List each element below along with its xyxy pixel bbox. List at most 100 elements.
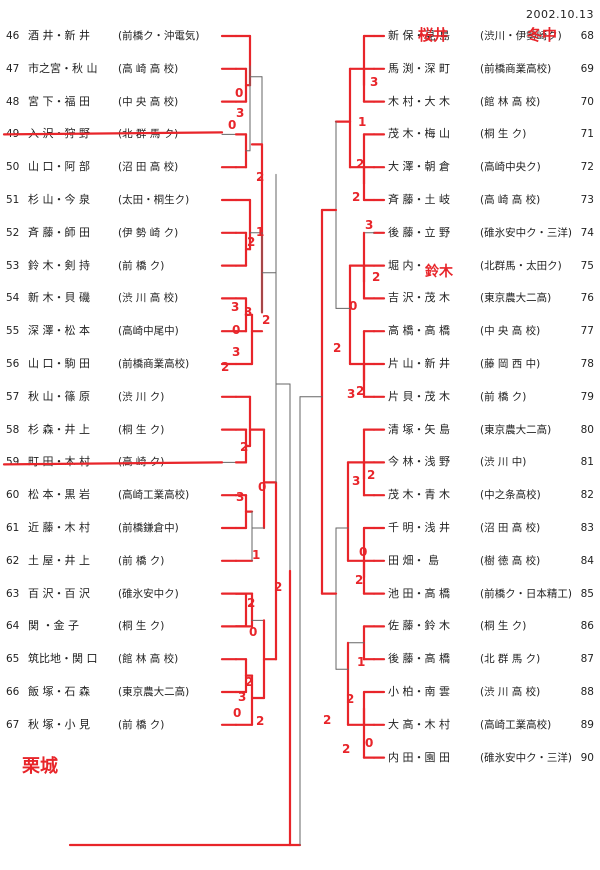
entry-number: 52: [6, 226, 20, 239]
pair-team: (渋 川 中): [480, 456, 527, 469]
pair-names: 木 村・大 木: [388, 94, 450, 108]
entry-number: 86: [580, 620, 594, 633]
entry-number: 53: [6, 259, 20, 272]
pair-names: 百 沢・百 沢: [28, 586, 90, 600]
pair-names: 今 林・浅 野: [388, 455, 450, 469]
entry-number: 61: [6, 522, 20, 534]
bracket-entry: 小 柏・南 雲(渋 川 高 校)88: [370, 682, 596, 702]
bracket-entry: 片 貝・茂 木(前 橋 ク)79: [370, 387, 596, 407]
pair-team: (東京農大二高): [480, 423, 552, 436]
entry-number: 67: [6, 718, 20, 731]
pair-names: 片 山・新 井: [388, 357, 450, 370]
handwritten-score: 2: [372, 270, 381, 284]
pair-team: (中 央 高 校): [480, 325, 541, 338]
pair-names: 後 藤・高 橋: [388, 652, 450, 666]
pair-names: 酒 井・新 井: [28, 29, 90, 42]
pair-team: (北群馬・太田ク): [480, 259, 562, 272]
pair-names: 山 口・阿 部: [28, 160, 90, 174]
handwritten-score: 2: [356, 384, 365, 398]
pair-team: (前橋ク・日本精工): [480, 587, 572, 600]
handwritten-score: 1: [256, 225, 265, 239]
pair-team: (沼 田 高 校): [118, 161, 179, 174]
bracket-entry: 茂 木・青 木(中之条高校)82: [370, 485, 596, 505]
pair-names: 吉 沢・茂 木: [388, 291, 450, 305]
entry-number: 56: [6, 358, 20, 370]
entry-number: 63: [6, 587, 20, 600]
pair-team: (高崎中央ク): [480, 161, 541, 174]
pair-names: 土 屋・井 上: [28, 553, 90, 567]
handwritten-score: 1: [252, 548, 261, 562]
handwritten-score: 3: [352, 474, 361, 488]
pair-team: (樹 徳 高 校): [480, 554, 541, 567]
pair-names: 新 木・貝 磯: [28, 291, 90, 305]
entry-number: 85: [580, 587, 594, 600]
pair-names: 大 澤・朝 倉: [388, 160, 450, 174]
pair-names: 鈴 木・剣 持: [28, 258, 90, 272]
pair-names: 斉 藤・土 岐: [388, 193, 450, 206]
pair-names: 関 ・金 子: [28, 619, 79, 633]
pair-team: (前橋鎌倉中): [118, 522, 179, 534]
handwritten-score: 3: [347, 387, 356, 401]
pair-team: (碓氷安中ク・三洋): [480, 226, 572, 239]
pair-names: 市之宮・秋 山: [28, 61, 98, 75]
pair-team: (碓氷安中ク): [118, 587, 179, 600]
entry-number: 80: [580, 423, 594, 436]
entry-number: 57: [6, 390, 20, 403]
entry-number: 50: [6, 161, 20, 174]
pair-names: 茂 木・梅 山: [388, 127, 450, 141]
pair-team: (館 林 高 校): [480, 95, 541, 108]
handwritten-note: 冬中: [527, 26, 558, 44]
entry-number: 66: [6, 686, 20, 698]
entry-number: 54: [6, 292, 20, 305]
handwritten-score: 2: [247, 235, 256, 249]
strike-line: [2, 461, 224, 466]
handwritten-score: 0: [228, 118, 237, 132]
handwritten-score: 3: [236, 490, 245, 504]
pair-team: (沼 田 高 校): [480, 522, 541, 534]
sheet-date: 2002.10.13: [526, 8, 594, 21]
pair-names: 茂 木・青 木: [388, 488, 450, 502]
handwritten-score: 2: [240, 440, 249, 454]
entry-number: 81: [580, 456, 594, 469]
pair-team: (東京農大二高): [118, 686, 190, 698]
entry-number: 84: [580, 554, 594, 567]
pair-team: (高崎中尾中): [118, 325, 179, 338]
pair-names: 馬 渕・深 町: [388, 61, 450, 75]
pair-names: 大 高・木 村: [388, 717, 450, 731]
pair-team: (前 橋 ク): [118, 718, 165, 731]
handwritten-score: 1: [358, 115, 367, 129]
entry-number: 58: [6, 423, 20, 436]
entry-number: 87: [580, 653, 594, 666]
handwritten-score: 2: [352, 190, 361, 204]
handwritten-score: 2: [221, 360, 230, 374]
pair-names: 深 澤・松 本: [28, 324, 90, 338]
pair-team: (館 林 高 校): [118, 653, 179, 666]
pair-team: (高崎工業高校): [118, 489, 190, 502]
bracket-entry: 堀 内・(北群馬・太田ク)75: [370, 256, 596, 276]
bracket-entry: 内 田・園 田(碓氷安中ク・三洋)90: [370, 748, 596, 768]
pair-names: 高 橋・高 橋: [388, 324, 450, 338]
pair-names: 筑比地・関 口: [28, 652, 98, 666]
pair-names: 後 藤・立 野: [388, 225, 450, 239]
entry-number: 69: [580, 62, 594, 75]
bracket-entry: 茂 木・梅 山(桐 生 ク)71: [370, 124, 596, 144]
entry-number: 83: [580, 522, 594, 534]
handwritten-score: 2: [342, 742, 351, 756]
pair-team: (藤 岡 西 中): [480, 358, 541, 370]
pair-team: (桐 生 ク): [480, 620, 527, 633]
handwritten-score: 2: [256, 170, 265, 184]
entry-number: 73: [580, 194, 594, 206]
handwritten-score: 3: [236, 106, 245, 120]
pair-names: 田 畑・ 島: [388, 553, 439, 567]
handwritten-note: 桜井: [418, 26, 449, 44]
entry-number: 88: [580, 686, 594, 698]
bracket-entry: 片 山・新 井(藤 岡 西 中)78: [370, 354, 596, 374]
pair-team: (高崎工業高校): [480, 718, 552, 731]
handwritten-score: 2: [274, 580, 283, 594]
